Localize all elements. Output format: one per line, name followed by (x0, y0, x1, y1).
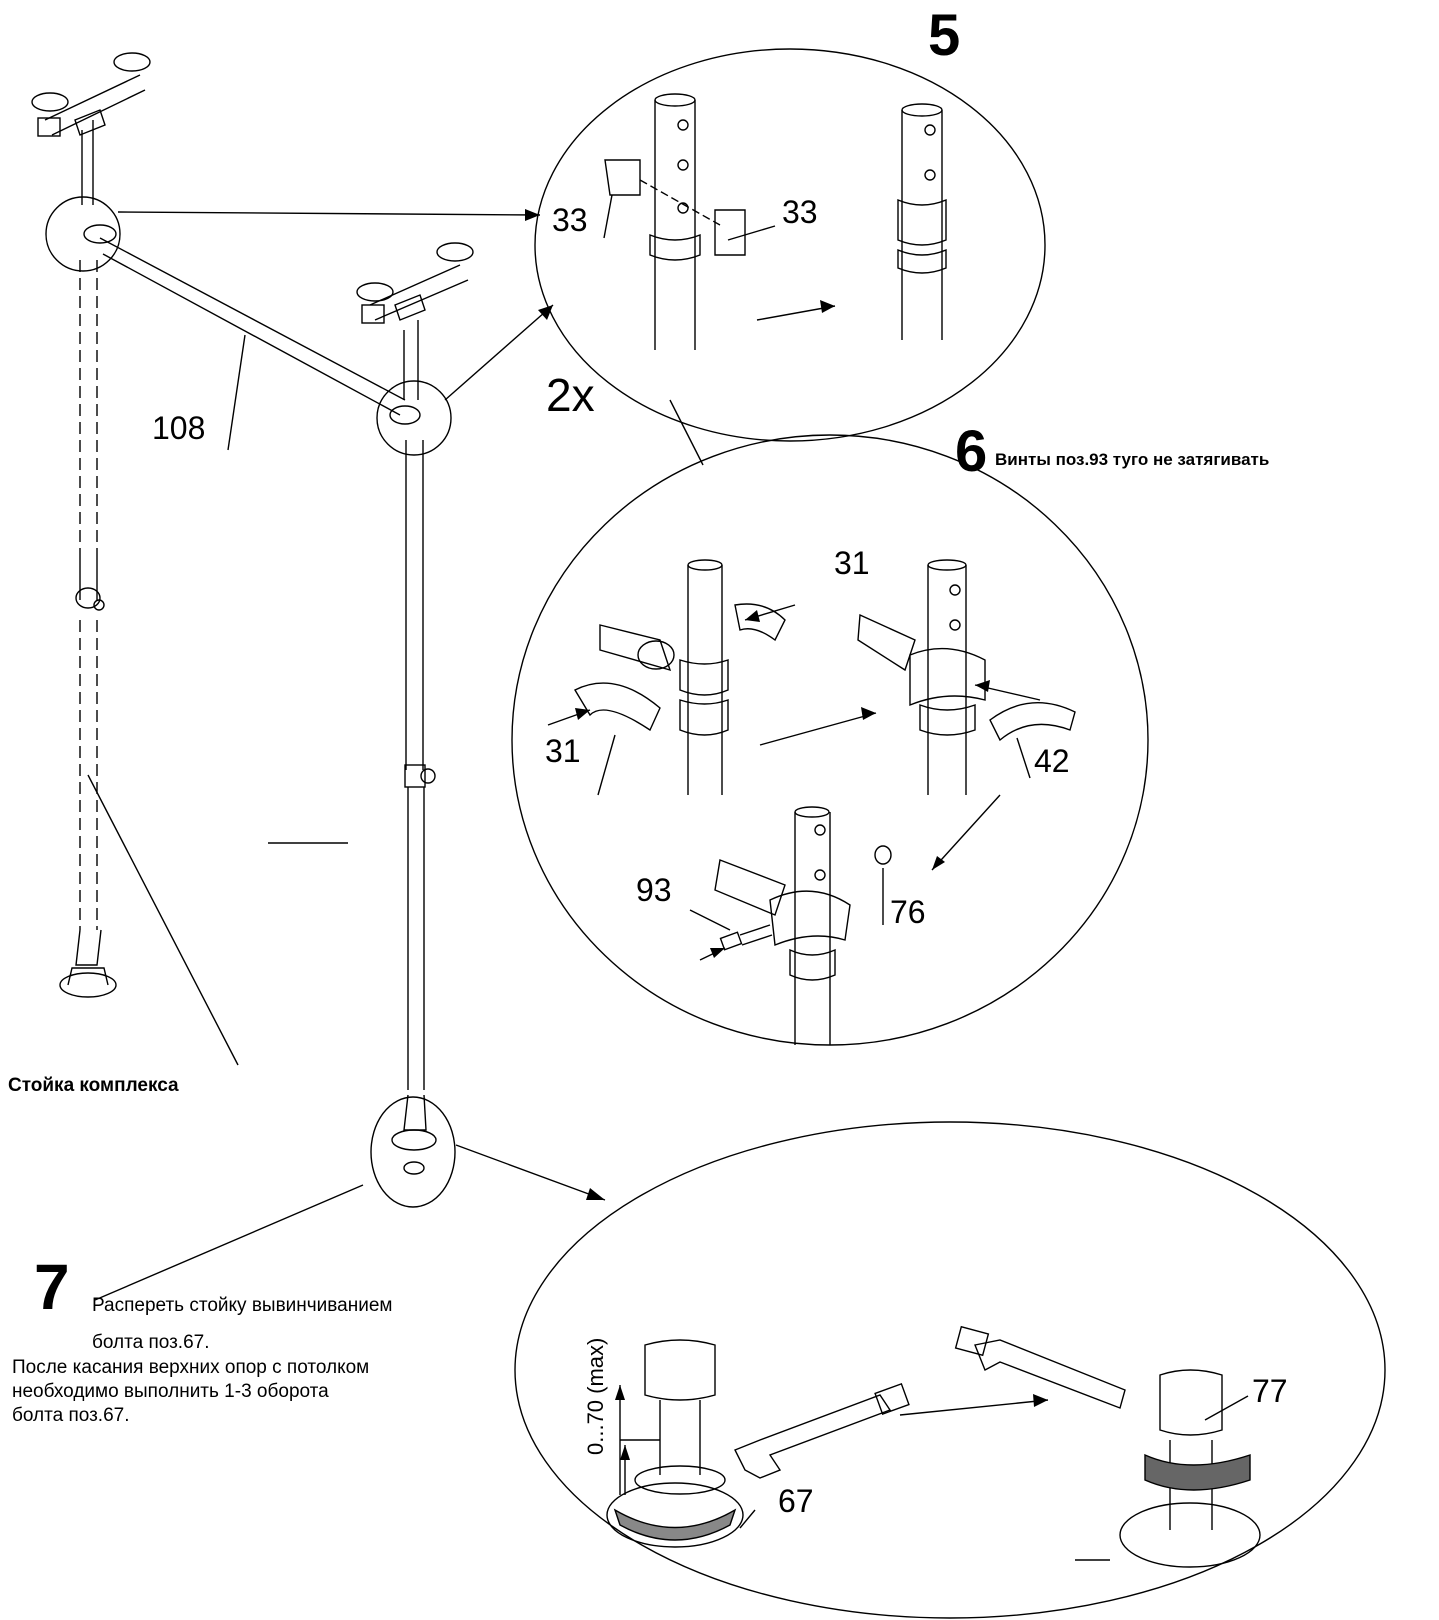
brace-108 (83, 224, 421, 425)
detail-6-arrow-2 (931, 794, 1001, 871)
detail-5-left-tube (604, 93, 746, 350)
leader-77 (1204, 1395, 1249, 1421)
step-7-line-2: болта поз.67. (92, 1332, 210, 1353)
step-6-note: Винты поз.93 туго не затягивать (995, 450, 1270, 469)
step-7-line-4: необходимо выполнить 1-3 оборота (12, 1381, 329, 1402)
leader-108 (227, 334, 246, 451)
callout-76: 76 (890, 894, 926, 930)
callout-93: 93 (636, 872, 672, 908)
detail-circle-top (45, 196, 121, 272)
step-6-number: 6 (955, 419, 988, 484)
leader-42 (1016, 737, 1031, 779)
step-7-number: 7 (34, 1251, 70, 1323)
leader-33a (603, 194, 613, 239)
detail-7-ellipse (514, 1121, 1386, 1619)
callout-31-top: 31 (834, 545, 870, 581)
rack-right (391, 320, 437, 1175)
callout-31-bottom: 31 (545, 733, 581, 769)
detail-7-foot-a (606, 1339, 744, 1548)
leader-step7 (94, 1184, 364, 1301)
rack-left (59, 120, 117, 998)
detail-7-foot-b (1119, 1369, 1261, 1568)
callout-67: 67 (778, 1483, 814, 1519)
step-7-line-5: болта поз.67. (12, 1405, 130, 1426)
leader-31b (597, 734, 616, 796)
head-right (356, 242, 474, 324)
step-7-line-1: Распереть стойку вывинчиванием (92, 1295, 393, 1316)
detail-5-right-tube (897, 103, 947, 340)
callout-108: 108 (152, 410, 206, 446)
detail-6-assembly-b (857, 559, 1076, 795)
leader-33b (727, 225, 776, 241)
callout-33-left: 33 (552, 202, 588, 238)
callout-42: 42 (1034, 743, 1070, 779)
leader-rack (87, 774, 239, 1066)
detail-6-assembly-a (574, 559, 786, 795)
leader-67 (739, 1509, 756, 1529)
head-left (31, 52, 151, 137)
step-7-line-3: После касания верхних опор с потолком (12, 1357, 370, 1378)
wrench-b (954, 1325, 1126, 1409)
step-5-number: 5 (928, 3, 961, 68)
arrow-to-detail-6 (669, 399, 704, 466)
detail-circle-middle (376, 380, 452, 456)
arrow-to-detail-7 (455, 1144, 606, 1201)
callout-33-right: 33 (782, 194, 818, 230)
detail-5-ellipse (534, 48, 1046, 442)
dimension-label: 0...70 (max) (583, 1337, 608, 1455)
leader-93 (689, 909, 731, 931)
multiplier-label: 2x (546, 369, 595, 421)
detail-6-arrow-1 (759, 712, 877, 746)
arrow-to-detail-5a (117, 211, 541, 216)
detail-circle-foot (370, 1096, 456, 1208)
callout-77: 77 (1252, 1373, 1288, 1409)
wrench-a (734, 1382, 910, 1479)
detail-7-arrow (899, 1399, 1049, 1416)
arrow-to-detail-5b (444, 304, 554, 401)
rack-label: Стойка комплекса (8, 1075, 179, 1096)
detail-6-assembly-c (714, 806, 892, 1045)
